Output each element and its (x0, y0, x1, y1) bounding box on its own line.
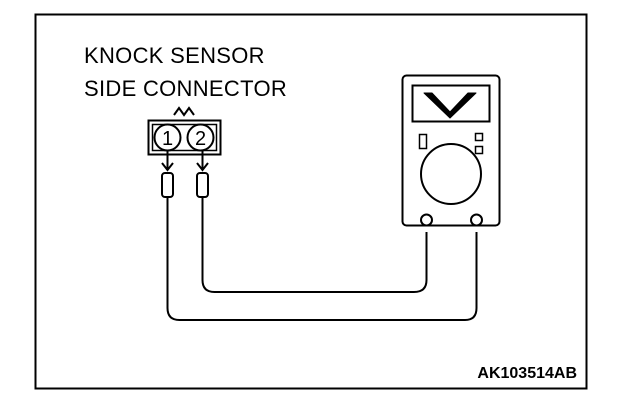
pin-2-label: 2 (195, 128, 206, 150)
figure-code: AK103514AB (477, 365, 577, 382)
pin-2-circle (186, 123, 215, 152)
meter-terminal-v (470, 213, 483, 227)
knock-sensor-connector: 1 2 (147, 106, 222, 156)
test-leads (166, 197, 478, 321)
pin-1-label: 1 (162, 128, 173, 150)
voltmeter (401, 74, 501, 227)
meter-switch-right-bottom (474, 145, 484, 155)
meter-switch-left (418, 133, 428, 150)
connector-title-line-2: SIDE CONNECTOR (84, 76, 288, 101)
meter-terminal-com (420, 213, 433, 227)
lead-pin1-to-meter (166, 197, 478, 321)
probe-pin-2 (196, 151, 209, 198)
meter-dial (420, 143, 482, 205)
probe-pin-1 (161, 151, 174, 198)
lead-pin2-to-meter (201, 197, 428, 293)
pin-1-circle (153, 123, 182, 152)
connector-inner (151, 123, 218, 152)
connector-title-line-1: KNOCK SENSOR (84, 43, 265, 68)
meter-switch-right-top (474, 132, 484, 142)
figure-frame (34, 13, 588, 390)
connector-latch (173, 106, 195, 117)
voltage-symbol-icon (423, 92, 477, 119)
